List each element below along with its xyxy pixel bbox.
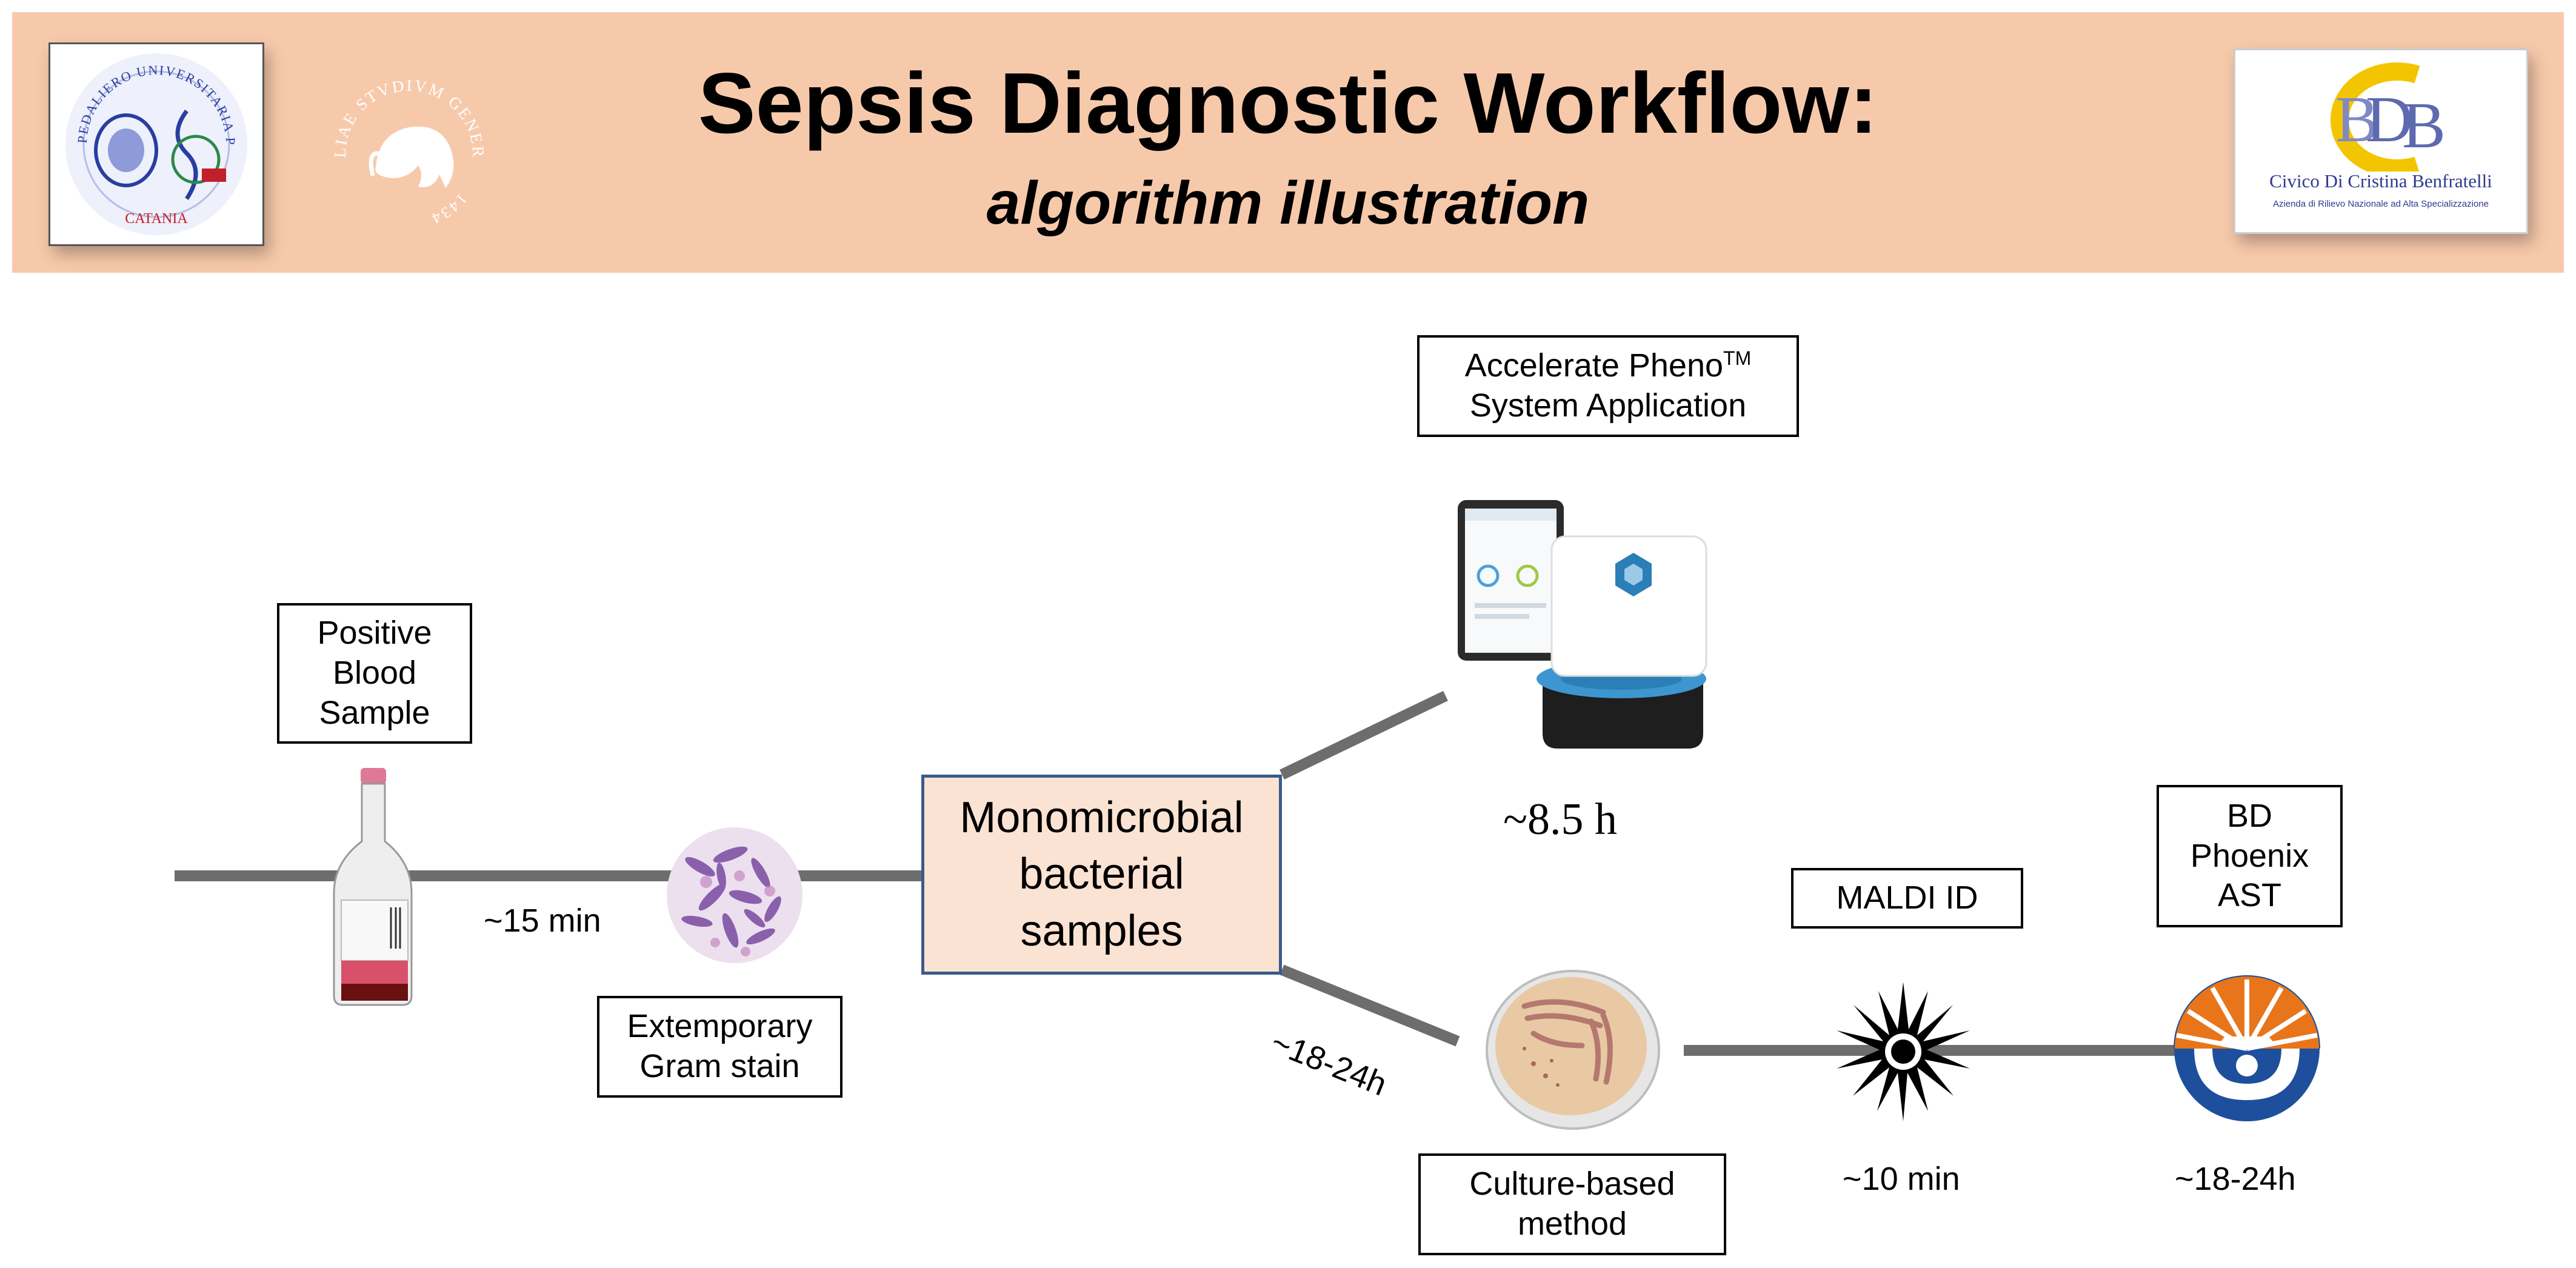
time-gram-stain: ~15 min: [484, 903, 601, 939]
svg-text:B: B: [2402, 90, 2446, 162]
accelerate-name: Accelerate Pheno: [1464, 347, 1724, 384]
page-subtitle: algorithm illustration: [986, 169, 1590, 237]
benfratelli-logo: B D B Civico Di Cristina Benfratelli Azi…: [2234, 48, 2528, 234]
gram-stain-line-2: Gram stain: [639, 1048, 800, 1084]
culture-line-2: method: [1517, 1206, 1627, 1242]
blood-culture-bottle-icon: [333, 768, 413, 1006]
branch-to-accelerate-line: [1280, 690, 1448, 780]
branch-to-culture-line: [1280, 964, 1460, 1047]
cdcb-monogram-icon: B D B: [2330, 62, 2446, 178]
policlinico-seal-icon: AZIENDA OSPEDALIERO UNIVERSITARIA POLICL…: [45, 32, 247, 235]
maldi-label: MALDI ID: [1836, 879, 1978, 916]
university-seal-icon: SICILIAE STVDIVM GENERALE 1434: [318, 64, 486, 228]
phoenix-line-1: BD: [2226, 797, 2272, 834]
positive-blood-sample-box: Positive Blood Sample: [277, 603, 472, 744]
culture-line-1: Culture-based: [1469, 1166, 1675, 1203]
positive-blood-line-3: Sample: [319, 694, 430, 731]
svg-text:B: B: [2335, 84, 2379, 156]
gram-stain-box: Extemporary Gram stain: [597, 996, 843, 1098]
gram-stain-line-1: Extemporary: [627, 1008, 813, 1045]
monomicrobial-line-1: Monomicrobial: [959, 793, 1244, 842]
time-accelerate: ~8.5 h: [1503, 795, 1618, 844]
time-phoenix: ~18-24h: [2175, 1161, 2296, 1197]
policlinico-city: CATANIA: [125, 211, 188, 227]
monomicrobial-line-2: bacterial: [1019, 850, 1184, 899]
bd-phoenix-logo-icon: [2174, 975, 2320, 1121]
bd-phoenix-ast-box: BD Phoenix AST: [2157, 785, 2343, 927]
positive-blood-line-1: Positive: [317, 615, 432, 652]
accelerate-pheno-box: Accelerate PhenoTM System Application: [1417, 335, 1799, 437]
hospital-subtitle: Azienda di Rilievo Nazionale ad Alta Spe…: [2272, 199, 2489, 209]
culture-plate-icon: [1486, 970, 1660, 1130]
accelerate-pheno-instrument-icon: [1458, 500, 1707, 749]
monomicrobial-line-3: samples: [1020, 906, 1183, 955]
gram-stain-micrograph-icon: [667, 827, 802, 963]
time-maldi: ~10 min: [1843, 1161, 1960, 1197]
policlinico-logo: AZIENDA OSPEDALIERO UNIVERSITARIA POLICL…: [45, 32, 264, 246]
culture-based-method-box: Culture-based method: [1418, 1153, 1726, 1255]
monomicrobial-samples-box: Monomicrobial bacterial samples: [921, 775, 1282, 975]
hospital-name: Civico Di Cristina Benfratelli: [2269, 170, 2492, 192]
maldi-starburst-icon: [1837, 982, 1970, 1121]
svg-text:D: D: [2366, 84, 2413, 156]
positive-blood-line-2: Blood: [332, 655, 417, 692]
trademark-mark: TM: [1723, 347, 1752, 370]
phoenix-line-3: AST: [2217, 877, 2282, 914]
phoenix-line-2: Phoenix: [2190, 837, 2309, 874]
accelerate-line-2: System Application: [1469, 387, 1747, 424]
accelerate-line-1: Accelerate PhenoTM: [1465, 346, 1751, 386]
maldi-id-box: MALDI ID: [1791, 868, 2023, 929]
page-title: Sepsis Diagnostic Workflow:: [698, 55, 1878, 152]
